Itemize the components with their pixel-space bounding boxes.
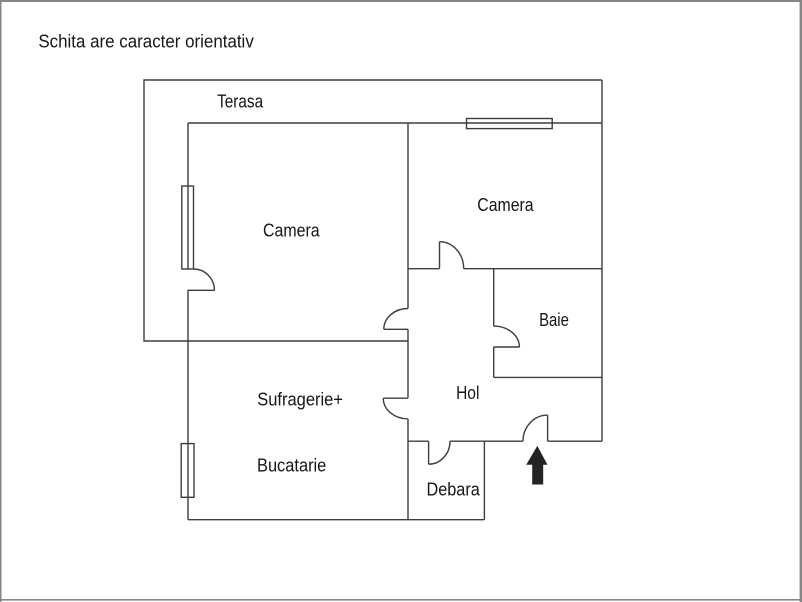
svg-text:Sufragerie+: Sufragerie+ bbox=[257, 388, 343, 409]
svg-text:Camera: Camera bbox=[263, 219, 320, 240]
svg-text:Baie: Baie bbox=[539, 309, 569, 330]
svg-text:Debara: Debara bbox=[427, 479, 481, 500]
svg-text:Bucatarie: Bucatarie bbox=[257, 454, 326, 475]
svg-text:Hol: Hol bbox=[456, 382, 479, 403]
svg-text:Camera: Camera bbox=[477, 194, 534, 215]
svg-text:Schita are caracter orientativ: Schita are caracter orientativ bbox=[38, 31, 254, 52]
svg-text:Terasa: Terasa bbox=[217, 91, 264, 112]
